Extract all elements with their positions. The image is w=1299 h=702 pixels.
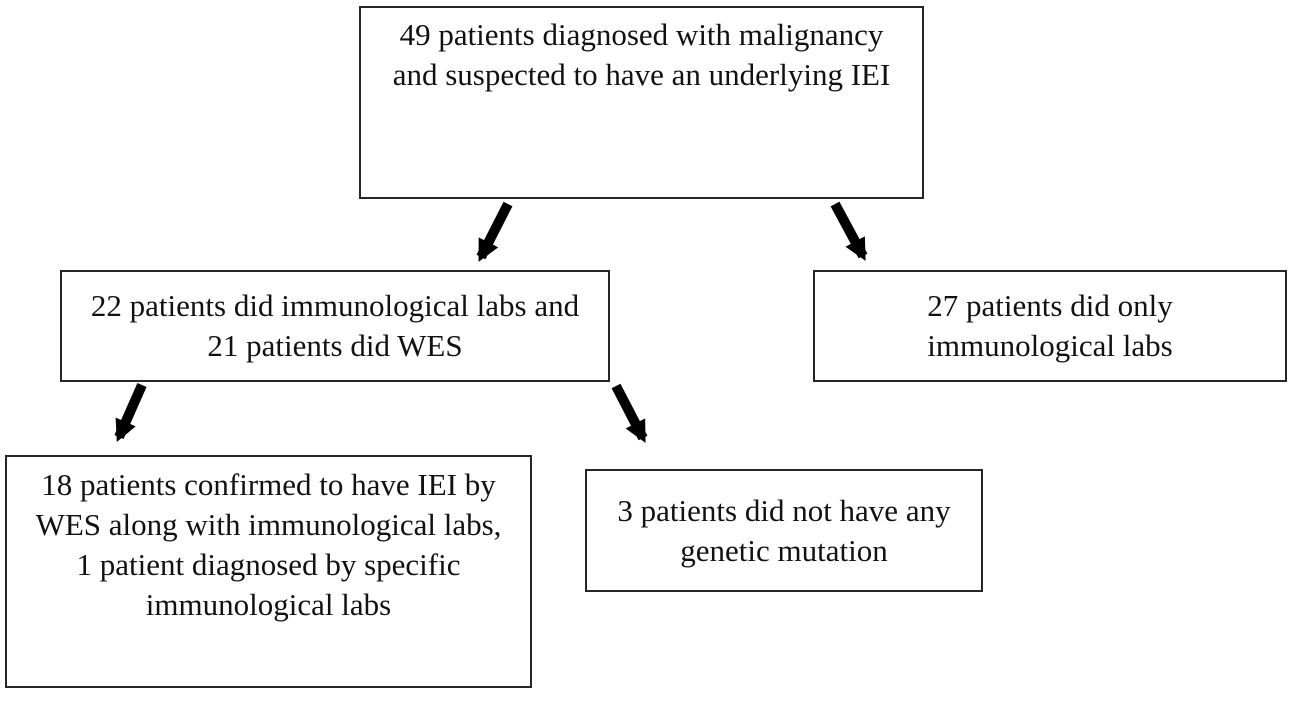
arrow-labs-wes-to-confirmed — [114, 382, 147, 443]
node-text-line: 22 patients did immunological labs and — [90, 288, 580, 323]
node-text-line: WES along with immunological labs, — [35, 507, 502, 542]
node-no-genetic-mutation: 3 patients did not have any genetic muta… — [585, 469, 983, 592]
node-text-line: immunological labs — [145, 587, 392, 622]
node-text-line: 18 patients confirmed to have IEI by — [41, 467, 496, 502]
node-text-line: 21 patients did WES — [207, 328, 463, 363]
node-text-line: immunological labs — [927, 328, 1173, 363]
node-text-line: 27 patients did only — [927, 288, 1173, 323]
node-text-line: 49 patients diagnosed with malignancy — [399, 17, 884, 52]
node-root-malignancy: 49 patients diagnosed with malignancy an… — [359, 6, 924, 199]
node-labs-and-wes: 22 patients did immunological labs and 2… — [60, 270, 610, 382]
node-text-line: 1 patient diagnosed by specific — [76, 547, 461, 582]
node-text-line: 3 patients did not have any — [617, 492, 951, 528]
node-text-line: and suspected to have an underlying IEI — [392, 57, 891, 92]
node-labs-only: 27 patients did only immunological labs — [813, 270, 1287, 382]
node-text-line: genetic mutation — [680, 532, 888, 568]
node-confirmed-iei: 18 patients confirmed to have IEI by WES… — [5, 455, 532, 688]
arrow-root-to-labs-wes — [476, 201, 513, 262]
arrow-labs-wes-to-no-mutation — [611, 383, 648, 443]
arrow-root-to-labs-only — [830, 201, 868, 261]
